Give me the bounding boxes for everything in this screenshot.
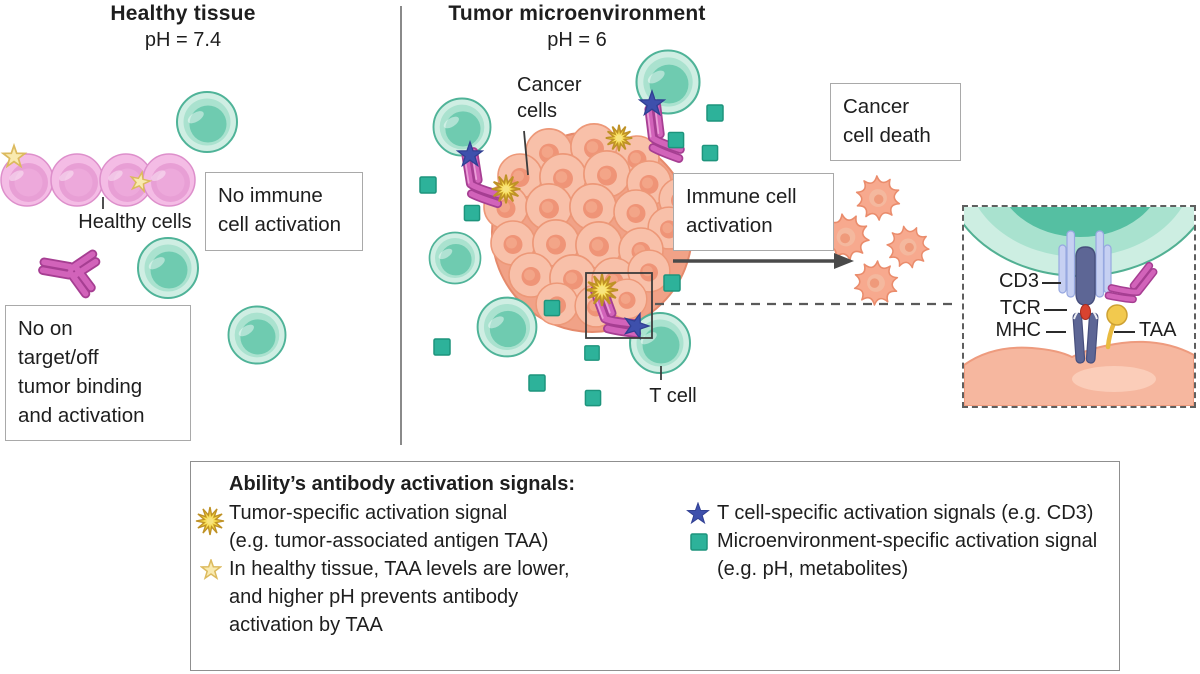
dying-cancer-cells: [819, 171, 937, 315]
no-immune-activation-box: No immune cell activation: [205, 172, 363, 251]
blue-star-icon: [686, 502, 710, 525]
immune-activation-box: Immune cell activation: [673, 173, 834, 251]
legend-item-text: In healthy tissue, TAA levels are lower,: [229, 558, 570, 580]
inset-tcr: [1075, 246, 1096, 306]
immune-cell-shape: [137, 237, 199, 299]
box-line: cell activation: [218, 213, 342, 237]
legend-item-text: Tumor-specific activation signal: [229, 502, 508, 524]
tcr-label: TCR: [999, 297, 1041, 319]
cancer-cell-death-box: Cancer cell death: [830, 83, 961, 161]
box-line: cell death: [843, 124, 931, 148]
legend-item-text: activation by TAA: [229, 614, 383, 636]
antibody-shape: [40, 246, 97, 294]
mhc-label: MHC: [995, 319, 1041, 341]
zoom-focus-box: [585, 272, 653, 339]
legend-item-text: Microenvironment-specific activation sig…: [717, 530, 1098, 552]
box-line: No immune: [218, 184, 323, 207]
immune-cell-shape: [176, 91, 238, 153]
box-line: target/off: [18, 346, 99, 370]
inset-taa: [1105, 304, 1128, 350]
immune-cell-shape: [227, 305, 287, 365]
label-line: Cancer: [517, 74, 582, 96]
healthy-cells-chain: [0, 144, 196, 207]
legend-box: Ability’s antibody activation signals: T…: [190, 461, 1120, 671]
inset-cd3-complex: [1058, 230, 1112, 298]
immune-cell-shape: [476, 296, 538, 358]
legend-item-text: (e.g. pH, metabolites): [717, 558, 909, 580]
no-target-binding-box: No on target/off tumor binding and activ…: [5, 305, 191, 441]
healthy-panel-title: Healthy tissue: [110, 2, 256, 25]
synapse-inset: CD3 TCR MHC TAA: [962, 205, 1196, 408]
cancer-cells-label: Cancer cells: [517, 72, 581, 125]
inset-cancer-cell: [964, 340, 1194, 406]
legend-title: Ability’s antibody activation signals:: [229, 473, 575, 495]
legend-item-text: (e.g. tumor-associated antigen TAA): [229, 530, 549, 552]
box-line: and activation: [18, 404, 145, 428]
tumor-ph-label: pH = 6: [547, 29, 607, 51]
taa-label: TAA: [1139, 319, 1177, 341]
immune-cell-shape: [428, 231, 482, 285]
teal-square-icon: [690, 533, 708, 551]
box-line: activation: [686, 214, 773, 238]
inset-pointer-lines: [1042, 282, 1135, 333]
t-cell-label: T cell: [649, 385, 697, 407]
label-line: cells: [517, 100, 558, 123]
healthy-ph-label: pH = 7.4: [144, 29, 222, 51]
box-line: Immune cell: [686, 185, 797, 208]
legend-item-text: T cell-specific activation signals (e.g.…: [717, 502, 1094, 524]
box-line: tumor binding: [18, 375, 143, 399]
inset-peptide: [1073, 304, 1098, 320]
box-line: No on: [18, 317, 73, 340]
immune-cell-shape: [432, 97, 492, 157]
cancer-cells-pointer: [523, 130, 529, 176]
healthy-cells-label: Healthy cells: [78, 211, 192, 233]
burst-icon: [195, 506, 225, 536]
legend-item-text: and higher pH prevents antibody: [229, 586, 519, 608]
activation-arrow: [673, 253, 854, 269]
box-line: Cancer: [843, 95, 910, 118]
tumor-panel-title: Tumor microenvironment: [448, 2, 706, 25]
inset-artwork: [964, 207, 1194, 406]
pale-star-icon: [200, 559, 222, 580]
cd3-label: CD3: [998, 270, 1039, 292]
inset-antibody: [1104, 261, 1158, 304]
